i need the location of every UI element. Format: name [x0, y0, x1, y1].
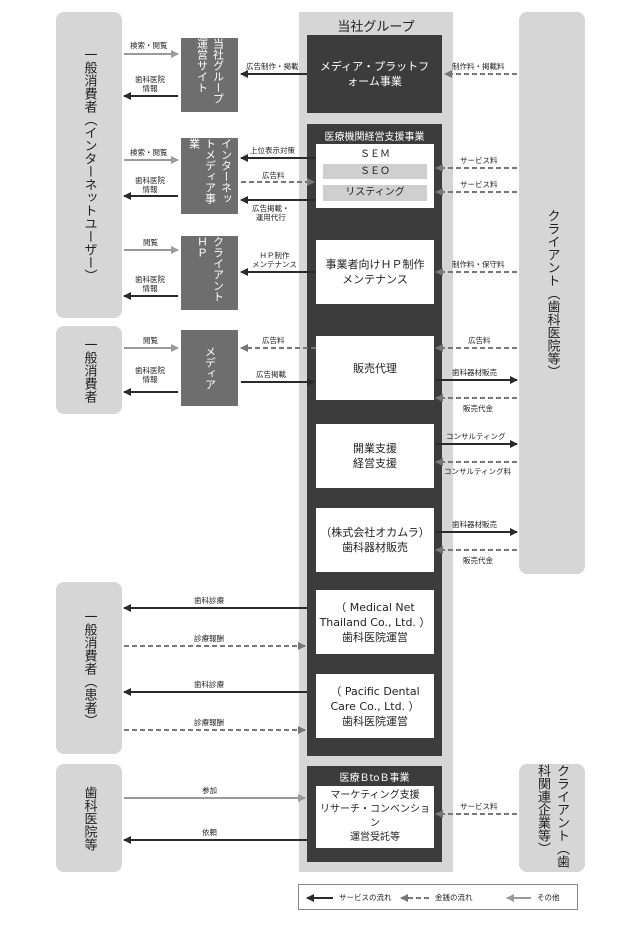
label-treatment-2: 歯科診療 — [194, 680, 224, 689]
client-companies-label: クライアント（歯科関連企業等） — [535, 764, 569, 868]
internet-media-box: インターネットメディア事業 — [181, 138, 238, 214]
label-participation: 参加 — [202, 786, 217, 795]
opening-support-box: 開業支援 経営支援 — [316, 424, 434, 488]
client-clinics-label: クライアント（歯科医院等） — [544, 208, 560, 378]
label-sales-price-1: 販売代金 — [463, 404, 493, 413]
patients-label: 一般消費者（患者） — [81, 609, 97, 727]
label-hp-production: ＨＰ制作 メンテナンス — [252, 251, 297, 269]
sem-label: ＳＥＭ — [360, 149, 390, 160]
left-panel-clinics: 歯科医院等 — [56, 764, 122, 872]
legend-money-label: 金銭の流れ — [435, 893, 473, 902]
label-service-fee-1: サービス料 — [460, 156, 498, 165]
label-dental-info-4: 歯科医院 情報 — [135, 366, 165, 384]
label-equipment-sales-2: 歯科器材販売 — [452, 520, 497, 529]
medical-net-box: （ Medical Net Thailand Co., Ltd. ） 歯科医院運… — [316, 590, 434, 654]
btob-header: 医療ＢtoＢ事業 — [339, 773, 410, 784]
label-ad-fee-1: 広告料 — [262, 171, 285, 180]
legend-lines — [306, 894, 531, 902]
label-ad-fee-3: 広告料 — [468, 336, 491, 345]
label-top-display: 上位表示対策 — [250, 146, 295, 155]
media-platform-label: メディア・プラットフォーム事業 — [319, 60, 430, 88]
label-service-fee-3: サービス料 — [460, 802, 498, 811]
label-equipment-sales-1: 歯科器材販売 — [452, 368, 497, 377]
label-treatment-fee-2: 診療報酬 — [194, 718, 224, 727]
right-panel-client-clinics: クライアント（歯科医院等） — [519, 12, 585, 574]
label-production-fee-1: 制作料・掲載料 — [452, 62, 505, 71]
left-panel-internet-users: 一般消費者（インターネットユーザー） — [56, 12, 122, 318]
okamura-box: （株式会社オカムラ） 歯科器材販売 — [316, 508, 434, 572]
internet-users-label: 一般消費者（インターネットユーザー） — [81, 48, 97, 282]
group-title: 当社グループ — [337, 20, 415, 35]
clinics-label: 歯科医院等 — [81, 785, 97, 851]
label-treatment-fee-1: 診療報酬 — [194, 634, 224, 643]
label-treatment-1: 歯科診療 — [194, 596, 224, 605]
label-consulting-fee: コンサルティング料 — [444, 467, 512, 476]
listing-label: リスティング — [323, 185, 427, 201]
label-sales-price-2: 販売代金 — [463, 556, 493, 565]
label-ad-fee-2: 広告料 — [262, 336, 285, 345]
sem-group-box: ＳＥＭ ＳＥＯ リスティング — [316, 144, 434, 208]
marketing-box: マーケティング支援 リサーチ・コンベンション 運営受託等 — [316, 786, 434, 848]
label-service-fee-2: サービス料 — [460, 180, 498, 189]
left-panel-patients: 一般消費者（患者） — [56, 582, 122, 754]
label-ad-operation: 広告掲載・ 運用代行 — [252, 204, 290, 222]
sales-agency-box: 販売代理 — [316, 336, 434, 400]
media-platform-box: メディア・プラットフォーム事業 — [307, 35, 442, 113]
hp-production-box: 事業者向けＨＰ制作 メンテナンス — [316, 240, 434, 304]
label-dental-info-2: 歯科医院 情報 — [135, 176, 165, 194]
label-consulting: コンサルティング — [446, 432, 506, 441]
label-browse-2: 閲覧 — [143, 336, 158, 345]
seo-label: ＳＥＯ — [323, 164, 427, 179]
label-browse-1: 閲覧 — [143, 238, 158, 247]
label-search-browse-2: 検索・閲覧 — [130, 148, 168, 157]
label-ad-production: 広告制作・掲載 — [246, 62, 299, 71]
label-request: 依頼 — [202, 828, 217, 837]
label-dental-info-3: 歯科医院 情報 — [135, 275, 165, 293]
label-ad-placement: 広告掲載 — [256, 370, 286, 379]
label-search-browse-1: 検索・閲覧 — [130, 41, 168, 50]
legend-box: サービスの流れ 金銭の流れ その他 — [298, 884, 578, 910]
legend-other-label: その他 — [537, 893, 560, 902]
support-business-header: 医療機関経営支援事業 — [324, 132, 425, 143]
client-hp-box: クライアントＨＰ — [181, 236, 238, 310]
label-production-fee-2: 制作料・保守料 — [452, 260, 505, 269]
media-box: メディア — [181, 330, 238, 406]
label-dental-info-1: 歯科医院 情報 — [135, 75, 165, 93]
left-panel-consumers: 一般消費者 — [56, 326, 122, 414]
right-panel-client-companies: クライアント（歯科関連企業等） — [519, 764, 585, 872]
own-site-box: 当社グループ運営サイト — [181, 38, 238, 112]
pacific-box: （ Pacific Dental Care Co., Ltd. ） 歯科医院運営 — [316, 674, 434, 738]
legend-service-label: サービスの流れ — [339, 893, 392, 902]
consumers-label: 一般消費者 — [81, 337, 97, 403]
